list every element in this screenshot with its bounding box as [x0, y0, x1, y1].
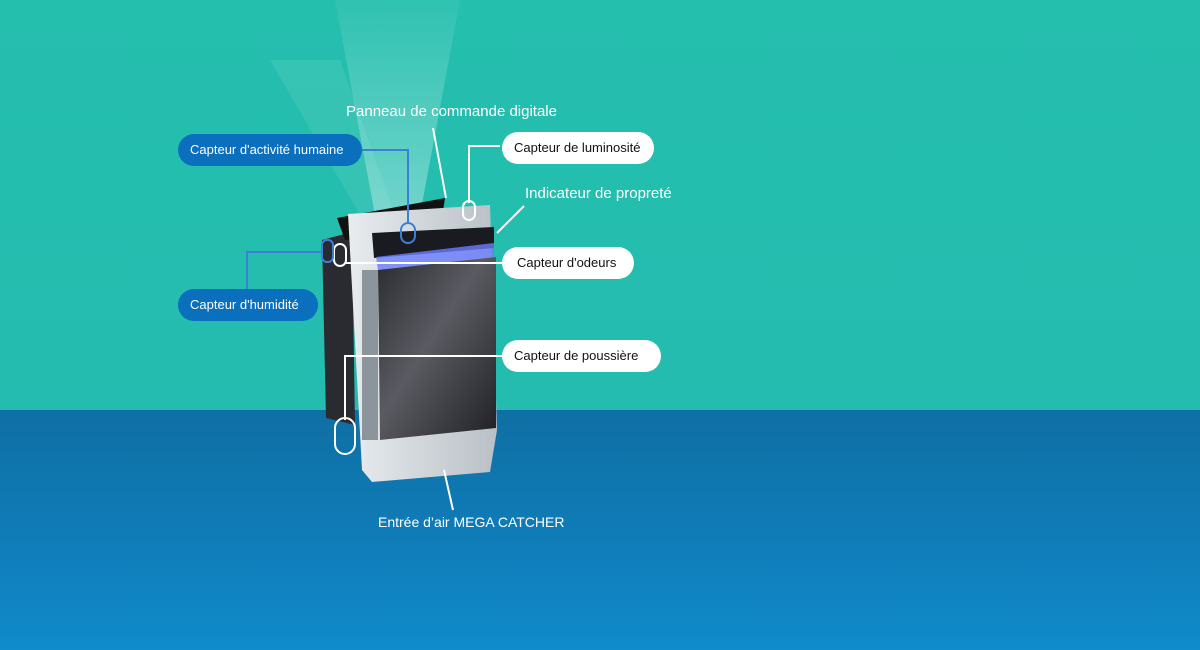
label-dust-sensor: Capteur de poussière: [502, 340, 661, 372]
label-cleanliness-indicator: Indicateur de propreté: [525, 185, 672, 202]
label-brightness-sensor: Capteur de luminosité: [502, 132, 654, 164]
label-humidity-sensor: Capteur d'humidité: [178, 289, 318, 321]
callout-lines: [333, 127, 525, 511]
air-purifier-image: [322, 198, 497, 482]
callout-lines-blue: [246, 149, 416, 290]
label-control-panel: Panneau de commande digitale: [346, 103, 557, 120]
label-air-intake: Entrée d’air MEGA CATCHER: [378, 514, 565, 530]
label-human-activity-sensor: Capteur d'activité humaine: [178, 134, 362, 166]
label-odor-sensor: Capteur d'odeurs: [502, 247, 634, 279]
